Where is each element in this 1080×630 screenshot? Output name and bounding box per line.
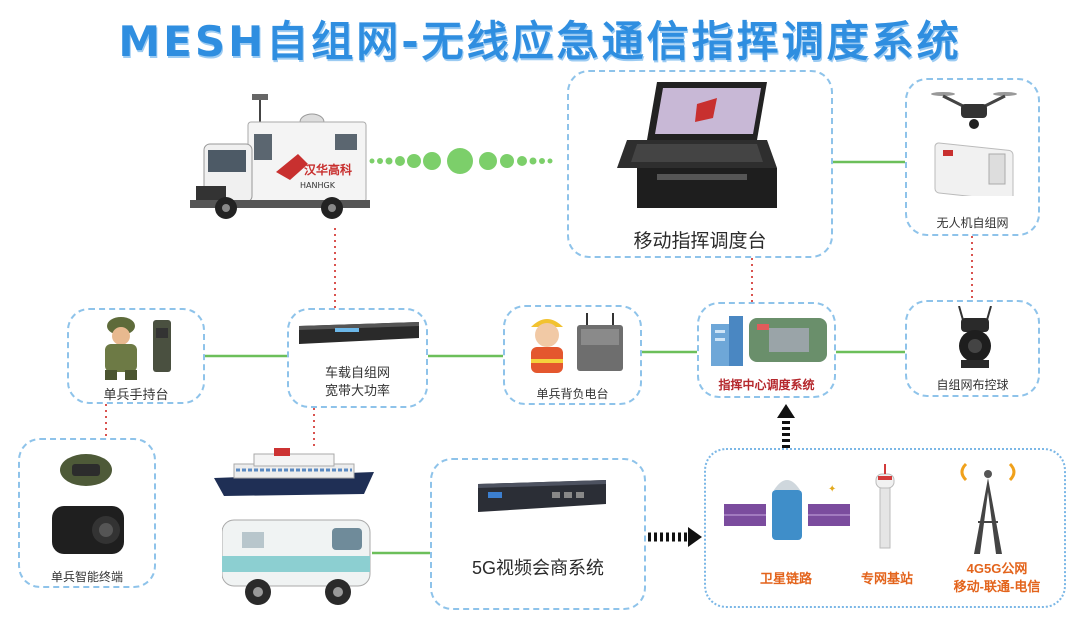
node-vehicle-mesh: 车载自组网 宽带大功率 bbox=[287, 308, 428, 408]
svg-text:✦: ✦ bbox=[828, 484, 836, 495]
video-label: 5G视频会商系统 bbox=[471, 558, 604, 578]
truck-logo: 汉华高科 bbox=[304, 162, 352, 177]
wireless-bubble-chain bbox=[369, 148, 553, 174]
node-control-ball: 自组网布控球 bbox=[905, 300, 1040, 397]
page-title: MESH自组网-无线应急通信指挥调度系统 bbox=[118, 17, 962, 66]
node-mobile-console: 移动指挥调度台 bbox=[567, 70, 833, 258]
backpack-radio-image bbox=[531, 313, 623, 373]
node-5g-video: 5G视频会商系统 bbox=[430, 458, 646, 610]
soldier-radio-image bbox=[105, 317, 171, 380]
network-to-center-arrow bbox=[777, 404, 795, 448]
rv-image bbox=[222, 519, 371, 605]
command-center-label: 指挥中心调度系统 bbox=[718, 378, 815, 392]
node-backpack: 单兵背负电台 bbox=[503, 305, 642, 405]
control-ball-label: 自组网布控球 bbox=[936, 378, 1009, 392]
network-group: ✦ 卫星链路 专网基站 4G5G公网 移动-联通-电信 bbox=[704, 448, 1066, 608]
video-to-network-arrow bbox=[648, 527, 702, 547]
rack-radio-image bbox=[299, 322, 419, 344]
drone-image bbox=[931, 92, 1017, 196]
terminal-label: 单兵智能终端 bbox=[50, 570, 123, 584]
vehicle-label-2: 宽带大功率 bbox=[324, 383, 390, 398]
console-image bbox=[617, 82, 777, 208]
satellite-label: 卫星链路 bbox=[759, 571, 812, 586]
control-ball-image bbox=[958, 306, 992, 368]
node-uav-mesh: 无人机自组网 bbox=[905, 78, 1040, 236]
public-network-label-1: 4G5G公网 bbox=[966, 561, 1028, 576]
console-label: 移动指挥调度台 bbox=[633, 231, 767, 252]
satellite-image: ✦ bbox=[724, 480, 850, 540]
smart-terminal-image bbox=[52, 454, 124, 554]
node-smart-terminal: 单兵智能终端 bbox=[18, 438, 156, 588]
uav-label: 无人机自组网 bbox=[936, 216, 1009, 230]
command-truck-image: 汉华高科 HANHGK bbox=[190, 94, 370, 219]
handheld-label: 单兵手持台 bbox=[103, 387, 169, 402]
truck-logo-sub: HANHGK bbox=[300, 181, 336, 190]
backpack-label: 单兵背负电台 bbox=[536, 387, 609, 401]
command-center-image bbox=[711, 316, 827, 366]
ship-image bbox=[214, 448, 374, 496]
video-server-image bbox=[478, 480, 606, 512]
private-station-label: 专网基站 bbox=[860, 571, 913, 586]
node-handheld: 单兵手持台 bbox=[67, 308, 205, 404]
public-network-label-2: 移动-联通-电信 bbox=[953, 579, 1041, 594]
public-tower-image bbox=[960, 462, 1016, 554]
vehicle-label-1: 车载自组网 bbox=[324, 365, 390, 380]
node-command-center: 指挥中心调度系统 bbox=[697, 302, 836, 398]
private-tower-image bbox=[875, 464, 895, 549]
